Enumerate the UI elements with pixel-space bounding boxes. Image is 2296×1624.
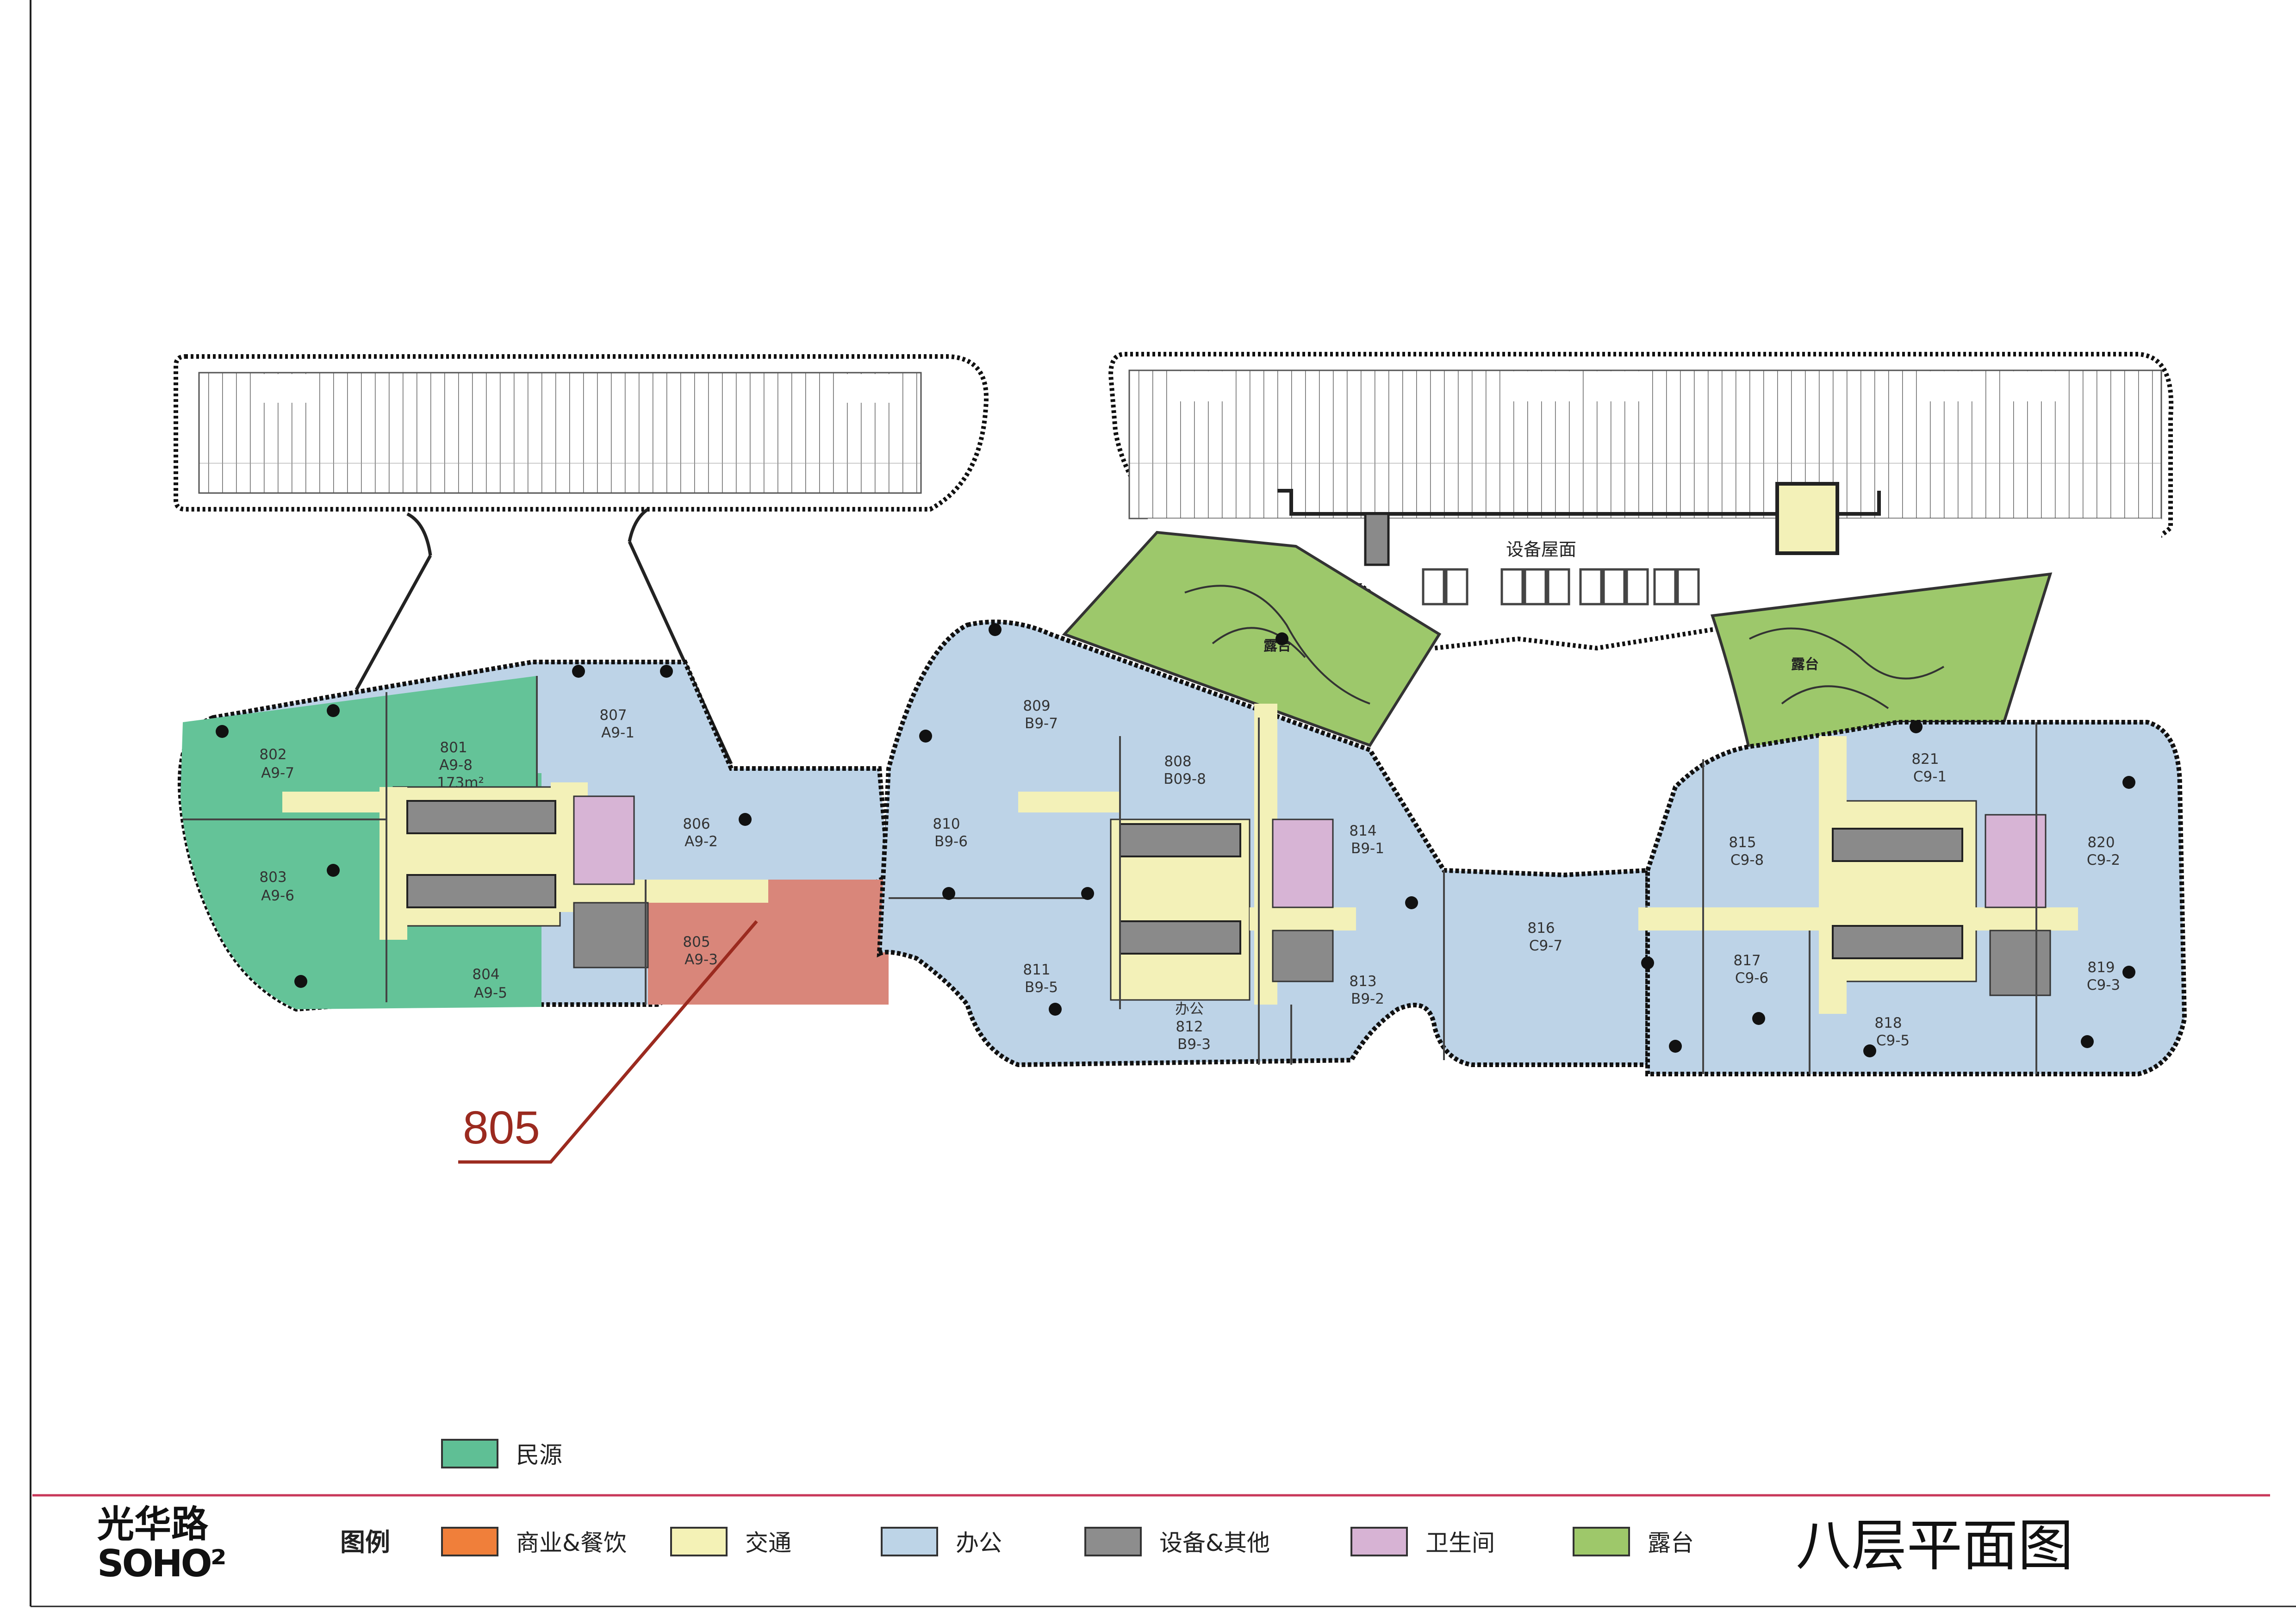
tower-c: [1638, 720, 2187, 1076]
legend-swatch-tenant: [441, 1439, 498, 1468]
legend-label-circulation: 交通: [745, 1530, 791, 1556]
structural-columns: [216, 623, 2135, 1057]
legend: 民源 图例 商业&餐饮 交通 办公 设备&其他 卫生间 露台: [340, 1439, 1694, 1557]
soho-logo: 光华路 SOHO²: [97, 1503, 227, 1585]
legend-label-toilet: 卫生间: [1425, 1530, 1495, 1556]
logo-line2: SOHO²: [97, 1542, 225, 1585]
callout-805: 805: [458, 920, 758, 1164]
legend-swatch-terrace: [1573, 1527, 1630, 1556]
legend-label-commercial: 商业&餐饮: [516, 1530, 627, 1556]
roof-block-right: 设备屋面: [1108, 352, 2174, 651]
callout-label: 805: [463, 1102, 540, 1154]
roof-block-left: [174, 354, 989, 765]
tower-b: [877, 619, 1650, 1068]
legend-swatch-commercial: [441, 1527, 498, 1556]
legend-swatch-equipment: [1084, 1527, 1142, 1556]
legend-label-terrace: 露台: [1648, 1530, 1694, 1556]
legend-label-tenant: 民源: [516, 1442, 562, 1468]
legend-swatch-toilet: [1350, 1527, 1408, 1556]
legend-title: 图例: [340, 1528, 390, 1557]
legend-label-equipment: 设备&其他: [1159, 1530, 1270, 1556]
tower-a: [177, 660, 891, 1012]
legend-swatch-office: [881, 1527, 938, 1556]
roof-label: 设备屋面: [1506, 539, 1576, 560]
legend-swatch-circulation: [670, 1527, 728, 1556]
floor-title: 八层平面图: [1796, 1514, 2073, 1578]
legend-label-office: 办公: [956, 1530, 1002, 1556]
terrace-label-right: 露台: [1791, 656, 1819, 673]
logo-line1: 光华路: [97, 1503, 209, 1546]
